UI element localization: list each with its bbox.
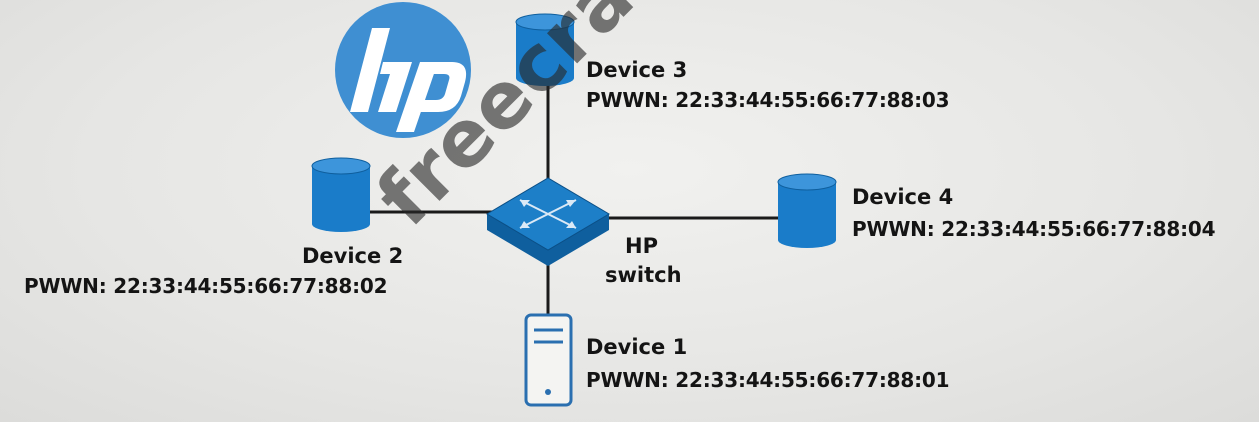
storage-icon — [777, 173, 837, 248]
device-4-name: Device 4 — [852, 185, 954, 209]
storage-icon — [311, 157, 371, 232]
device-1-pwwn: PWWN: 22:33:44:55:66:77:88:01 — [586, 368, 950, 392]
device-4-pwwn: PWWN: 22:33:44:55:66:77:88:04 — [852, 217, 1216, 241]
device-3-name: Device 3 — [586, 58, 688, 82]
device-2-pwwn: PWWN: 22:33:44:55:66:77:88:02 — [24, 274, 388, 298]
hp-logo — [335, 2, 471, 138]
storage-icon — [515, 13, 575, 86]
switch-icon — [486, 177, 610, 266]
switch-label-line2: switch — [605, 263, 682, 287]
switch-label-line1: HP — [625, 234, 658, 258]
device-3-pwwn: PWWN: 22:33:44:55:66:77:88:03 — [586, 88, 950, 112]
server-icon — [524, 313, 573, 407]
device-1-name: Device 1 — [586, 335, 688, 359]
device-2-name: Device 2 — [302, 244, 404, 268]
